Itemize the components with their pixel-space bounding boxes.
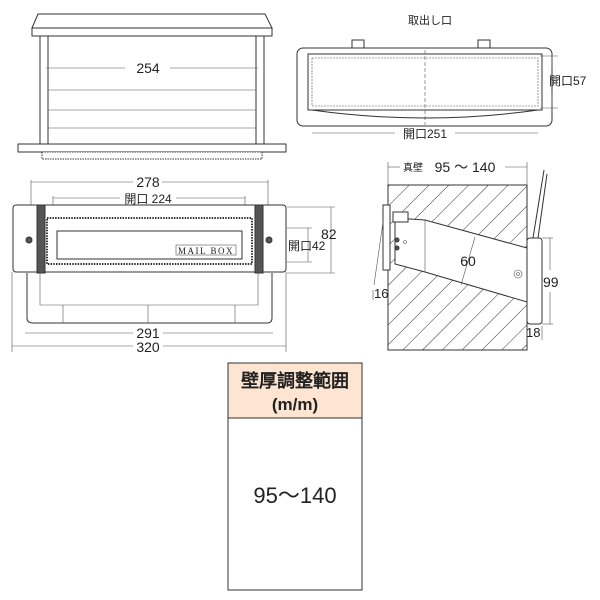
rear-view: 取出し口 開口57 開口251 xyxy=(296,13,587,141)
mailbox-nameplate: MAIL BOX xyxy=(178,246,234,256)
rear-18: 18 xyxy=(526,325,540,340)
wall-type-label: 真壁 xyxy=(403,161,423,174)
table-value: 95～140 xyxy=(253,483,336,508)
depth-60: 60 xyxy=(460,253,476,269)
wall-thickness-range: 95 ～ 140 xyxy=(435,159,496,175)
side-view: 真壁 95 ～ 140 60 16 99 18 xyxy=(372,159,559,351)
front-width-278: 278 xyxy=(136,174,160,190)
rear-opening-height: 開口57 xyxy=(549,74,587,88)
flange-16: 16 xyxy=(374,286,388,301)
top-width-254: 254 xyxy=(136,60,160,76)
top-view: 254 xyxy=(17,13,287,160)
outlet-title: 取出し口 xyxy=(408,13,452,27)
rear-opening-width: 開口251 xyxy=(403,127,447,141)
table-header-title: 壁厚調整範囲 xyxy=(241,370,349,391)
front-view: 278 開口 224 MAIL BOX 開口42 82 291 320 xyxy=(11,174,337,355)
wall-thickness-table: 壁厚調整範囲 (m/m) 95～140 xyxy=(227,362,363,591)
height-99: 99 xyxy=(543,274,559,290)
front-height-82: 82 xyxy=(321,226,337,242)
front-opening-42: 開口42 xyxy=(288,239,326,253)
front-width-291: 291 xyxy=(136,325,160,341)
table-header-unit: (m/m) xyxy=(272,395,318,414)
front-opening-224: 開口 224 xyxy=(124,192,172,206)
front-width-320: 320 xyxy=(136,339,160,355)
